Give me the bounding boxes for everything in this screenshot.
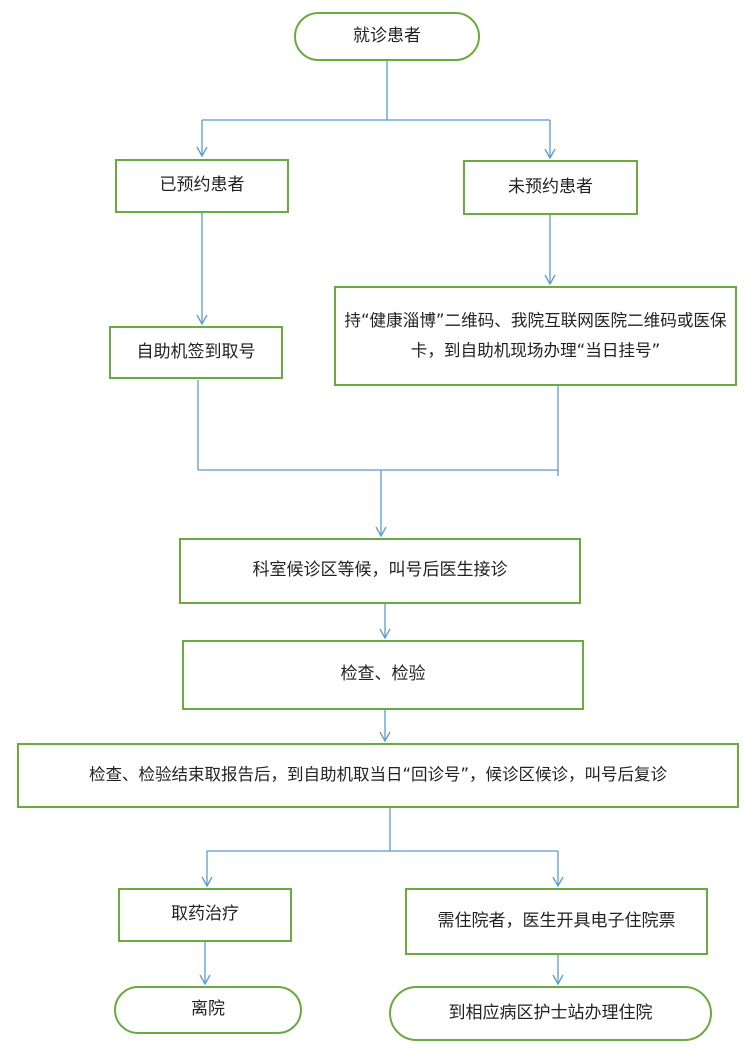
leave-hospital-label: 离院 — [191, 999, 225, 1020]
appointed-patient-label: 已预约患者 — [159, 175, 245, 196]
start-node: 就诊患者 — [294, 12, 480, 61]
medicine-treatment-node: 取药治疗 — [118, 888, 292, 942]
admission-node: 到相应病区护士站办理住院 — [389, 986, 712, 1041]
exam-test-node: 检查、检验 — [182, 640, 584, 710]
hospitalization-label: 需住院者，医生开具电子住院票 — [437, 910, 676, 931]
self-checkin-node: 自助机签到取号 — [109, 326, 283, 379]
same-day-register-label: 持“健康淄博”二维码、我院互联网医院二维码或医保卡，到自助机现场办理“当日挂号” — [344, 311, 727, 360]
exam-test-label: 检查、检验 — [340, 664, 426, 685]
return-visit-label: 检查、检验结束取报告后，到自助机取当日“回诊号”，候诊区候诊，叫号后复诊 — [88, 765, 668, 785]
unappointed-patient-node: 未预约患者 — [463, 160, 638, 215]
wait-department-label: 科室候诊区等候，叫号后医生接诊 — [252, 560, 508, 581]
admission-label: 到相应病区护士站办理住院 — [448, 1002, 653, 1023]
leave-hospital-node: 离院 — [114, 986, 302, 1034]
same-day-register-node: 持“健康淄博”二维码、我院互联网医院二维码或医保卡，到自助机现场办理“当日挂号” — [334, 286, 737, 386]
appointed-patient-node: 已预约患者 — [115, 159, 289, 213]
return-visit-node: 检查、检验结束取报告后，到自助机取当日“回诊号”，候诊区候诊，叫号后复诊 — [17, 743, 739, 808]
hospitalization-node: 需住院者，医生开具电子住院票 — [405, 888, 708, 955]
wait-department-node: 科室候诊区等候，叫号后医生接诊 — [179, 538, 581, 604]
start-node-label: 就诊患者 — [353, 25, 421, 46]
self-checkin-label: 自助机签到取号 — [136, 341, 256, 362]
medicine-treatment-label: 取药治疗 — [171, 904, 239, 925]
unappointed-patient-label: 未预约患者 — [508, 176, 593, 197]
